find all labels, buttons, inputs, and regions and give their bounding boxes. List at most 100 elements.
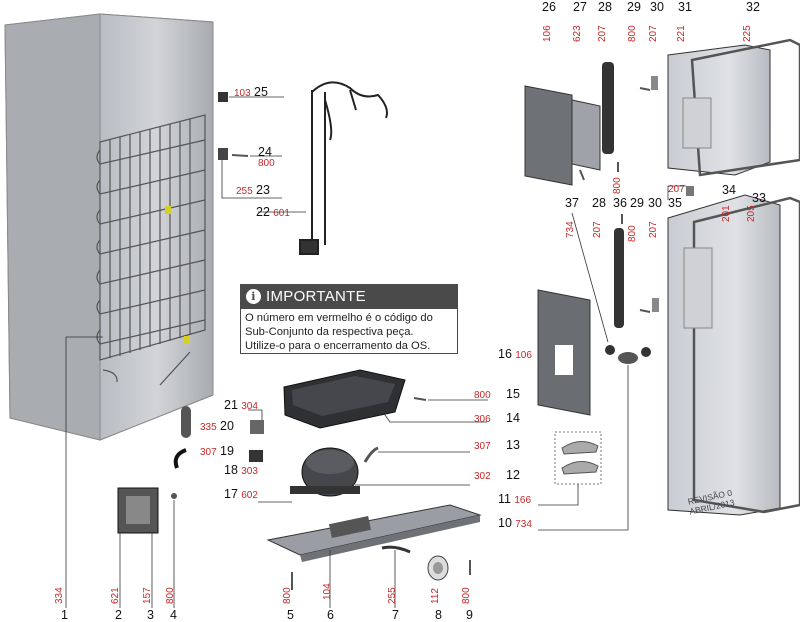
code-24: 800: [258, 158, 275, 169]
code-37: 734: [565, 221, 576, 238]
code-8: 112: [430, 588, 441, 604]
code-7: 255: [387, 587, 398, 604]
leader-1: [65, 336, 103, 608]
important-notice: i IMPORTANTE O número em vermelho é o có…: [240, 284, 458, 354]
part-28-lower-handle: [614, 228, 624, 328]
notice-title: IMPORTANTE: [266, 288, 366, 305]
num-17: 17: [224, 487, 238, 501]
filter-mark-lower: [184, 336, 190, 344]
filter-mark: [165, 206, 171, 214]
num-2: 2: [115, 608, 122, 622]
code-27: 623: [572, 25, 583, 42]
num-36: 36: [613, 196, 627, 210]
code-20: 335: [200, 422, 217, 433]
code-11: 166: [514, 495, 532, 506]
callout-15: 800 15: [474, 388, 520, 402]
part-11-group: [554, 431, 602, 485]
code-35: 207: [668, 184, 685, 195]
callout-13: 307 13: [474, 439, 520, 453]
part-24-screw: [231, 154, 249, 157]
num-16: 16: [498, 347, 512, 361]
num-15: 15: [506, 387, 520, 401]
num-4: 4: [170, 608, 177, 622]
num-23: 23: [256, 183, 270, 197]
code-29: 800: [627, 25, 638, 42]
freezer-door: [667, 38, 800, 177]
code-36: 800: [627, 225, 638, 242]
part-23-shape: [218, 148, 228, 160]
callout-19: 307 19: [200, 445, 234, 459]
part-13-tube: [363, 446, 379, 463]
code-30: 207: [648, 25, 659, 42]
code-15: 800: [474, 390, 491, 401]
num-9: 9: [466, 608, 473, 622]
num-30-lower: 30: [648, 196, 662, 210]
num-29: 29: [627, 0, 641, 14]
num-1: 1: [61, 608, 68, 622]
num-6: 6: [327, 608, 334, 622]
num-14: 14: [506, 411, 520, 425]
callout-20: 335 20: [200, 420, 234, 434]
code-6: 104: [322, 583, 333, 600]
callout-25: 103 25: [234, 86, 268, 100]
num-3: 3: [147, 608, 154, 622]
callout-11: 11 166: [498, 493, 531, 507]
num-28: 28: [598, 0, 612, 14]
callout-18: 18 303: [224, 464, 258, 478]
part-18-shape: [249, 450, 263, 462]
code-3: 157: [142, 587, 153, 604]
part-20-shape: [181, 406, 191, 438]
part-27-bracket: [571, 99, 601, 171]
compressor: [290, 447, 360, 497]
num-10: 10: [498, 516, 512, 530]
code-30-lower: 207: [648, 221, 659, 238]
num-29-lower: 29: [630, 196, 644, 210]
num-21: 21: [224, 398, 238, 412]
num-28-lower: 28: [592, 196, 606, 210]
notice-header: i IMPORTANTE: [246, 288, 366, 305]
code-18: 303: [241, 466, 258, 477]
code-25: 103: [234, 88, 251, 99]
part-25-shape: [218, 92, 228, 102]
callout-14: 306 14: [474, 412, 520, 426]
num-34: 34: [722, 183, 736, 197]
hinge-assembly: [605, 345, 651, 364]
code-32: 225: [742, 25, 753, 42]
control-box: [117, 487, 159, 534]
num-37: 37: [565, 196, 579, 210]
num-32: 32: [746, 0, 760, 14]
notice-line-2: Sub-Conjunto da respectiva peça.: [245, 326, 414, 338]
part-16-window: [555, 345, 573, 375]
code-9: 800: [461, 587, 472, 604]
code-800-door: 800: [612, 177, 623, 194]
callout-23: 255 23: [236, 184, 270, 198]
code-26: 106: [542, 25, 553, 42]
code-19: 307: [200, 447, 217, 458]
callout-10: 10 734: [498, 517, 532, 531]
code-31: 221: [676, 25, 687, 42]
part-19-shape: [173, 448, 187, 469]
code-21: 304: [241, 401, 258, 412]
code-17: 602: [241, 490, 258, 501]
num-18: 18: [224, 463, 238, 477]
code-12: 302: [474, 471, 491, 482]
num-12: 12: [506, 468, 520, 482]
num-5: 5: [287, 608, 294, 622]
num-35: 35: [668, 196, 682, 210]
refrigerator-cabinet: [4, 13, 214, 441]
callout-24: 24 800: [258, 145, 275, 169]
code-5: 800: [282, 587, 293, 604]
base-plate: [266, 504, 482, 562]
num-8: 8: [435, 608, 442, 622]
notice-body: O número em vermelho é o código do Sub-C…: [240, 308, 458, 354]
notice-line-1: O número em vermelho é o código do: [245, 312, 433, 324]
code-10: 734: [515, 519, 532, 530]
num-24: 24: [258, 145, 272, 159]
num-19: 19: [220, 444, 234, 458]
num-27: 27: [573, 0, 587, 14]
code-28-lower: 207: [592, 221, 603, 238]
notice-line-3: Utilize-o para o encerramento da OS.: [245, 340, 431, 352]
part-7-shape: [381, 545, 411, 554]
part-4-screw: [171, 493, 177, 499]
